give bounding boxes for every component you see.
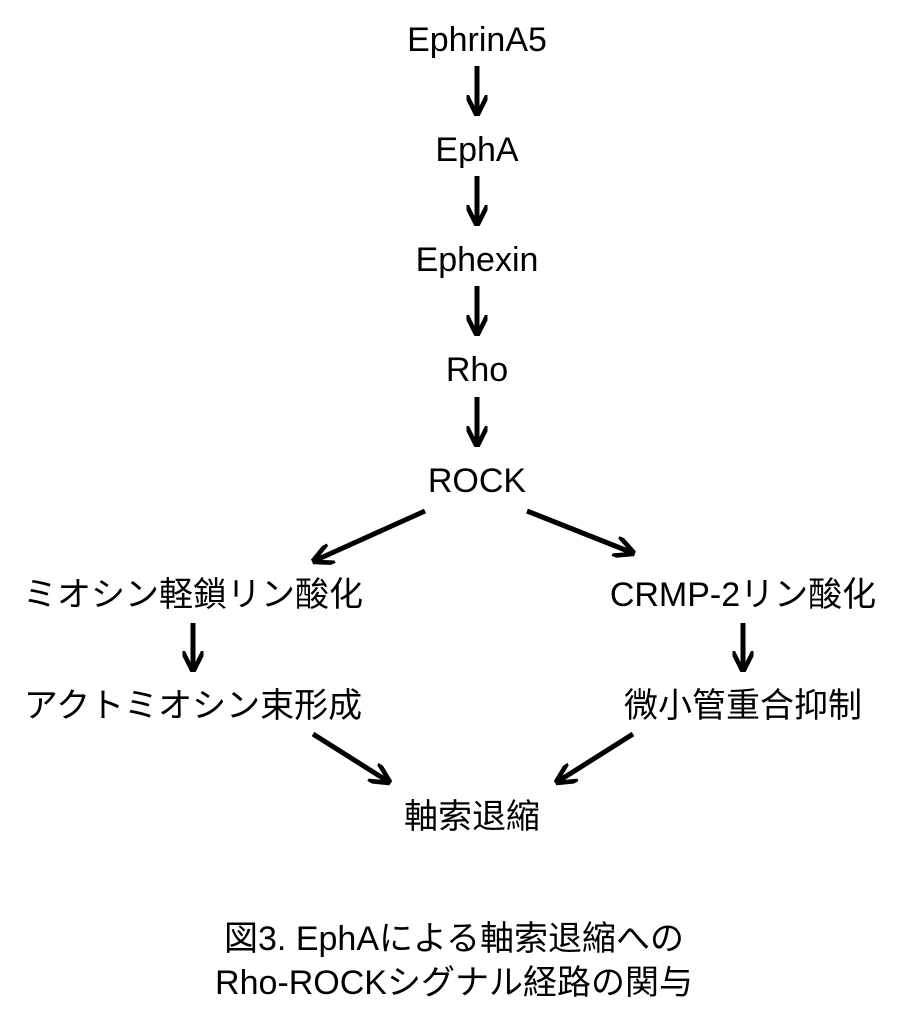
node-crmp2-phosphorylation: CRMP-2リン酸化 — [609, 576, 877, 614]
node-axon-retraction: 軸索退縮 — [404, 798, 540, 836]
node-myosin-light-chain-phosphorylation: ミオシン軽鎖リン酸化 — [23, 576, 363, 614]
arrow-rock-to-crmp2 — [526, 508, 633, 553]
node-actomyosin-bundle-formation: アクトミオシン束形成 — [23, 687, 363, 725]
node-microtubule-polymerization-inhibition: 微小管重合抑制 — [624, 687, 862, 725]
node-rock: ROCK — [427, 462, 527, 500]
node-ephexin: Ephexin — [415, 241, 539, 279]
arrow-rock-to-mlc — [314, 508, 427, 561]
figure-caption-line-1: 図3. EphAによる軸索退縮への — [224, 920, 684, 958]
node-epha: EphA — [435, 131, 519, 169]
node-rho: Rho — [445, 351, 509, 389]
arrow-microtubule-to-axon — [557, 731, 635, 782]
arrow-actomyosin-to-axon — [311, 731, 389, 782]
figure-caption-line-2: Rho-ROCKシグナル経路の関与 — [215, 964, 693, 1002]
node-ephrina5: EphrinA5 — [407, 21, 547, 59]
